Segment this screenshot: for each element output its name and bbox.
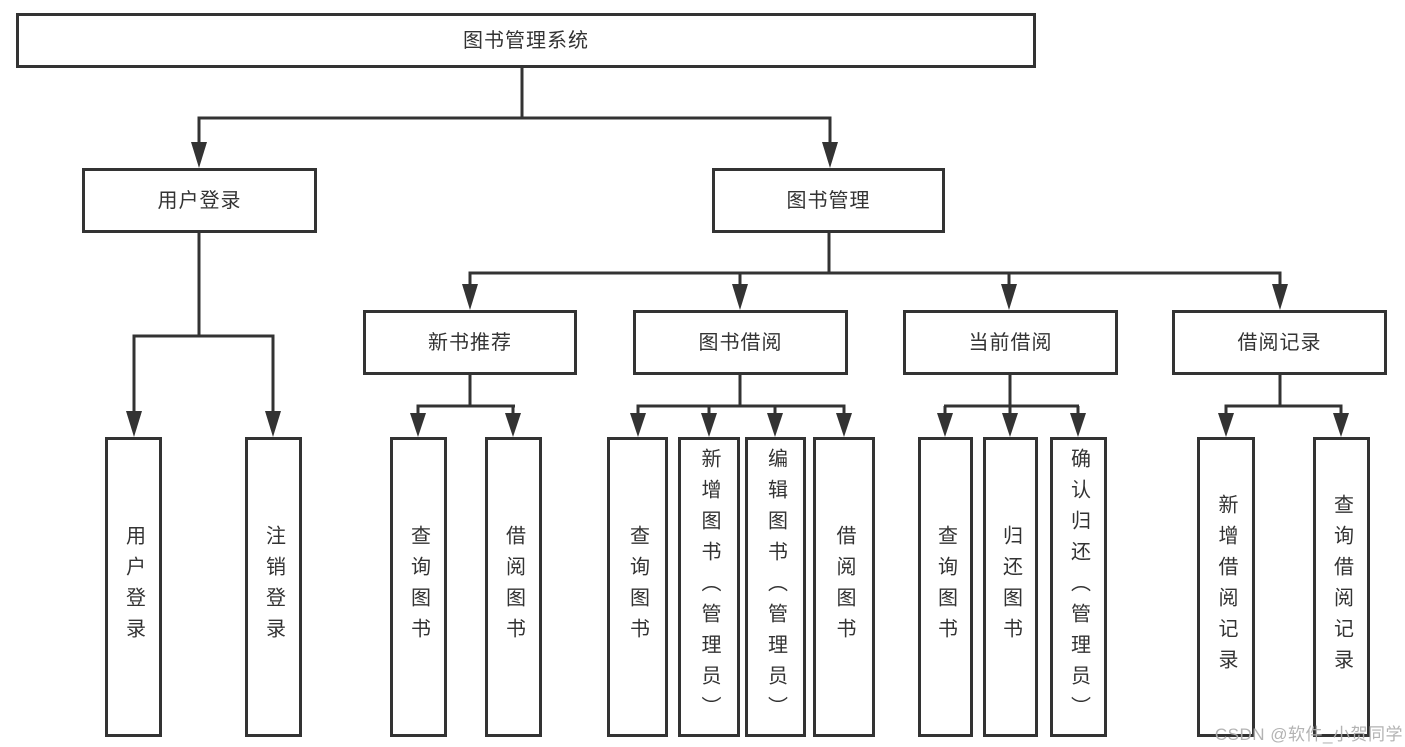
node-book-management: 图书管理: [712, 168, 945, 233]
leaf-borrow-books: 借阅图书: [813, 437, 875, 737]
leaf-edit-books-admin: 编辑图书（管理员）: [745, 437, 806, 737]
node-current-borrowing: 当前借阅: [903, 310, 1118, 375]
node-new-book-recommendation: 新书推荐: [363, 310, 577, 375]
leaf-query-books-recommend: 查询图书: [390, 437, 447, 737]
leaf-confirm-return-admin: 确认归还（管理员）: [1050, 437, 1107, 737]
node-user-login: 用户登录: [82, 168, 317, 233]
leaf-user-login: 用户登录: [105, 437, 162, 737]
leaf-add-borrow-record: 新增借阅记录: [1197, 437, 1255, 737]
csdn-watermark: CSDN @软件_小贺同学: [1214, 725, 1403, 744]
leaf-query-books-current: 查询图书: [918, 437, 973, 737]
leaf-add-books-admin: 新增图书（管理员）: [678, 437, 740, 737]
node-borrowing-records: 借阅记录: [1172, 310, 1387, 375]
leaf-borrow-books-recommend: 借阅图书: [485, 437, 542, 737]
leaf-query-borrow-record: 查询借阅记录: [1313, 437, 1370, 737]
node-book-borrowing: 图书借阅: [633, 310, 848, 375]
node-library-management-system: 图书管理系统: [16, 13, 1036, 68]
connector-arrowheads: [126, 142, 1349, 437]
leaf-return-books: 归还图书: [983, 437, 1038, 737]
leaf-logout: 注销登录: [245, 437, 302, 737]
leaf-query-books-borrowing: 查询图书: [607, 437, 668, 737]
